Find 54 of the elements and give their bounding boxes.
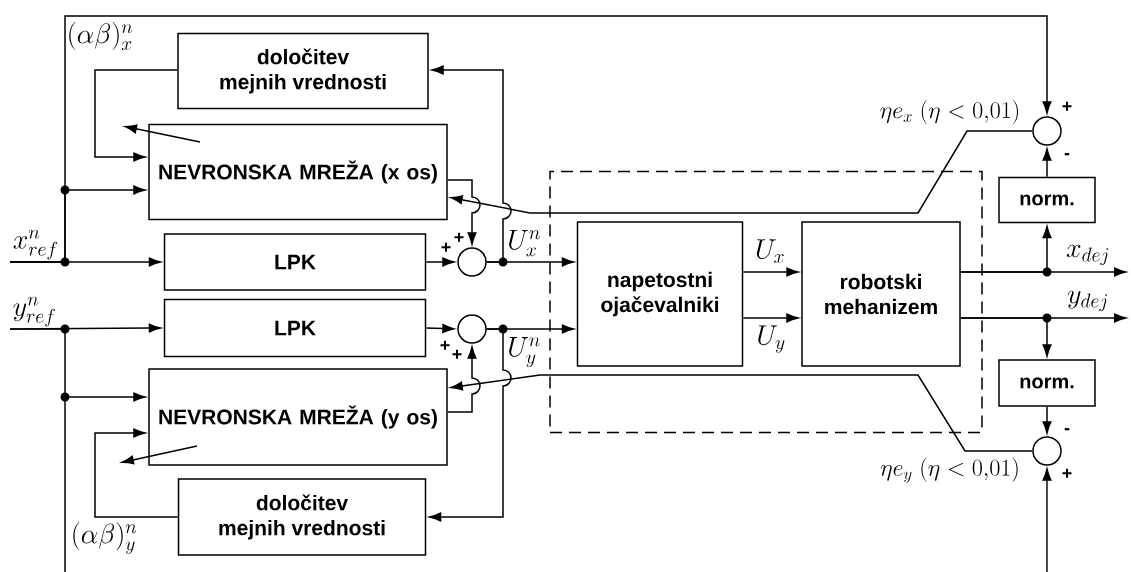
sign-label: - bbox=[1064, 428, 1070, 431]
summing-junction bbox=[457, 314, 487, 344]
connector-arrow bbox=[447, 179, 481, 245]
sign-label: - bbox=[1064, 153, 1070, 156]
math-label: $(\alpha\beta)^{n}_{x}$ bbox=[69, 22, 133, 51]
process-box: robotski mehanizem bbox=[801, 221, 961, 367]
process-box: LPK bbox=[163, 233, 427, 291]
connector-arrow bbox=[94, 69, 178, 162]
summing-junction bbox=[457, 247, 487, 277]
signal-label: $y^{n}_{ref}$ bbox=[13, 296, 55, 327]
connector-arrow bbox=[9, 15, 1052, 263]
connector-arrow bbox=[742, 267, 799, 277]
edge-label: $x_{dej}$ bbox=[1066, 244, 1109, 266]
connector-arrow bbox=[94, 428, 179, 518]
process-box: NEVRONSKA MREŽA (y os) bbox=[148, 368, 448, 466]
sign-label: + bbox=[440, 340, 450, 350]
process-box: napetostni ojačevalniki bbox=[576, 221, 744, 367]
connector-arrow bbox=[450, 130, 1033, 214]
edge-label: $U^{n}_{x}$ bbox=[509, 230, 540, 257]
connector-arrow bbox=[9, 328, 146, 572]
connector-arrow bbox=[1042, 148, 1052, 178]
connector-arrow bbox=[428, 328, 512, 522]
connector-arrow bbox=[425, 257, 455, 267]
norm-box: norm. bbox=[998, 359, 1096, 407]
sign-label: + bbox=[1062, 101, 1072, 111]
connector-arrow bbox=[431, 65, 512, 263]
sign-label: + bbox=[452, 349, 462, 359]
connector-arrow bbox=[742, 313, 799, 323]
summing-junction bbox=[1032, 116, 1062, 146]
edge-label: $y_{dej}$ bbox=[1067, 290, 1107, 312]
math-label: $(\alpha\beta)^{n}_{y}$ bbox=[73, 522, 137, 555]
sign-label: + bbox=[1062, 468, 1072, 478]
connector-arrow bbox=[447, 346, 481, 413]
connector-arrow bbox=[425, 324, 455, 334]
summing-junction bbox=[1032, 436, 1062, 466]
connector-arrow bbox=[450, 374, 1033, 452]
sign-label: + bbox=[441, 242, 451, 252]
signal-label: $x^{n}_{ref}$ bbox=[13, 229, 58, 260]
process-box: NEVRONSKA MREŽA (x os) bbox=[148, 123, 448, 221]
edge-label: $U^{n}_{y}$ bbox=[509, 337, 540, 368]
process-box: LPK bbox=[163, 298, 427, 358]
connector-arrow bbox=[960, 225, 1052, 273]
sign-label: + bbox=[454, 232, 464, 242]
norm-box: norm. bbox=[998, 176, 1096, 224]
math-label: $\eta e_{y}\ (\eta<0{,}01)$ bbox=[880, 457, 1018, 483]
process-box: določitev mejnih vrednosti bbox=[177, 32, 429, 110]
connector-arrow bbox=[1042, 468, 1052, 572]
connector-arrow bbox=[1042, 406, 1052, 434]
process-box: določitev mejnih vrednosti bbox=[177, 478, 427, 556]
edge-label: $U_{y}$ bbox=[758, 325, 785, 353]
connector-arrow bbox=[960, 317, 1052, 357]
edge-label: $U_{x}$ bbox=[756, 239, 784, 263]
dashed-frame bbox=[549, 170, 983, 434]
math-label: $\eta e_{x}\ (\eta<0{,}01)$ bbox=[880, 100, 1018, 124]
